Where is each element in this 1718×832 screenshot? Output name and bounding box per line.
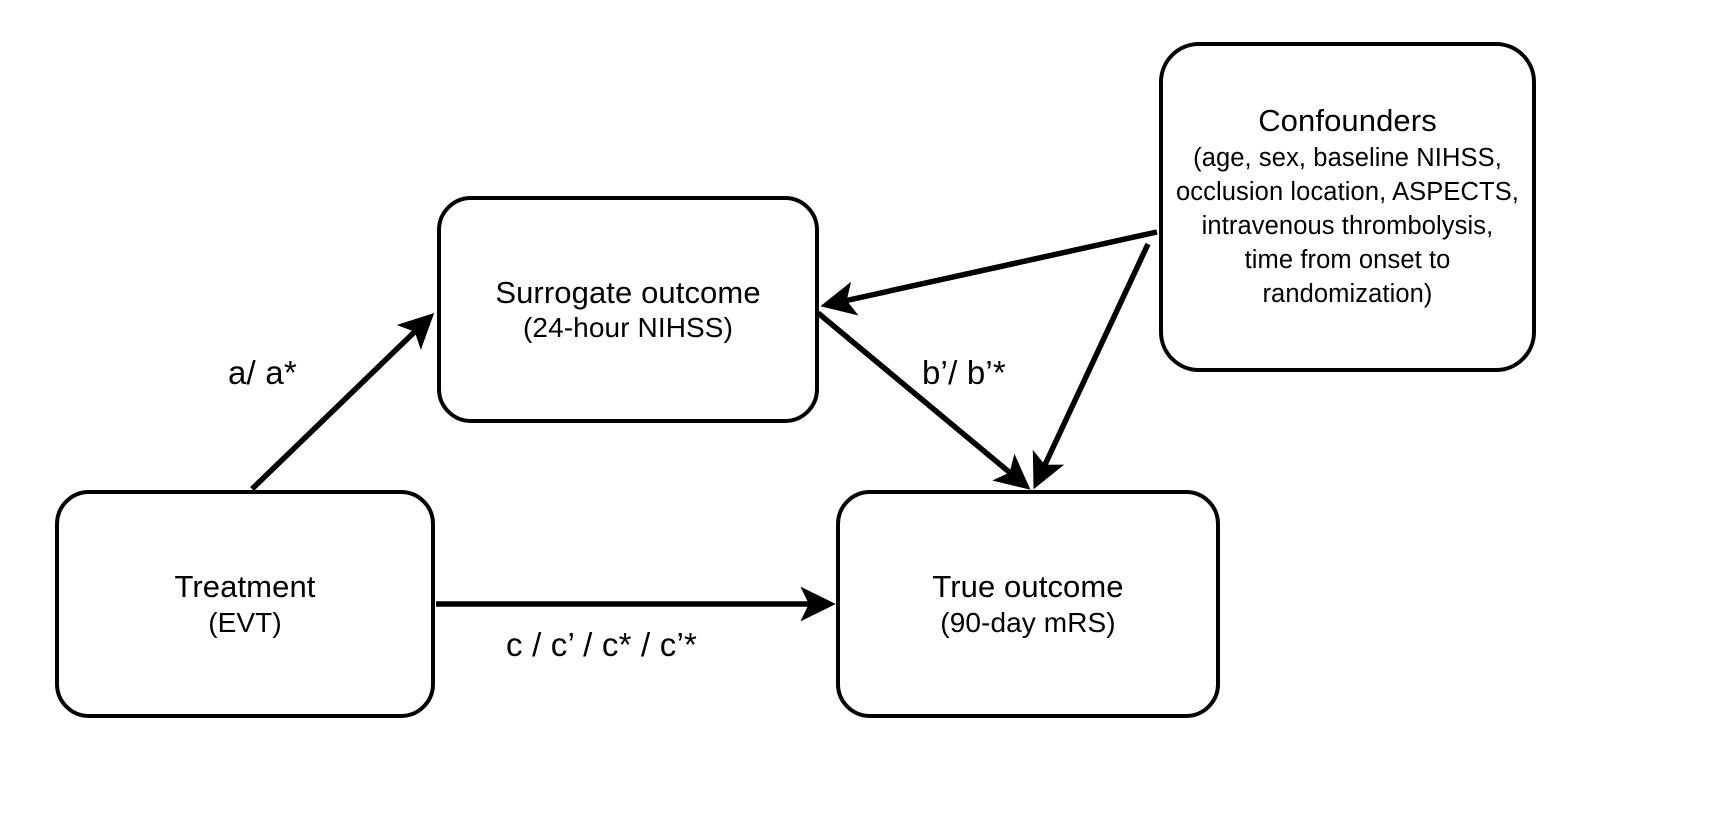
node-confounders-subtitle-line: time from onset to (1244, 245, 1451, 274)
node-confounders[interactable]: Confounders (age, sex, baseline NIHSS, o… (1159, 42, 1536, 372)
edge-confounders-to-true-outcome (1032, 242, 1151, 490)
edge-label-treatment-to-true-outcome: c / c’ / c* / c’* (506, 626, 698, 663)
node-treatment-title: Treatment (174, 569, 316, 605)
node-confounders-subtitle: (age, sex, baseline NIHSS, occlusion loc… (1176, 142, 1519, 312)
node-true-outcome-title: True outcome (932, 569, 1124, 605)
node-surrogate-outcome[interactable]: Surrogate outcome (24-hour NIHSS) (437, 196, 819, 423)
node-true-outcome[interactable]: True outcome (90-day mRS) (836, 490, 1220, 718)
edge-surrogate-to-true-outcome (816, 310, 1031, 490)
edge-confounders-to-surrogate (820, 229, 1158, 316)
node-confounders-title: Confounders (1258, 103, 1437, 139)
node-treatment[interactable]: Treatment (EVT) (55, 490, 435, 718)
node-confounders-subtitle-line: randomization) (1262, 279, 1433, 308)
edge-label-treatment-to-surrogate: a/ a* (228, 354, 297, 391)
edge-treatment-to-surrogate (250, 312, 435, 491)
node-surrogate-outcome-title: Surrogate outcome (495, 274, 761, 310)
node-confounders-subtitle-line: occlusion location, ASPECTS, (1176, 178, 1519, 207)
node-confounders-subtitle-line: (age, sex, baseline NIHSS, (1193, 144, 1502, 173)
node-confounders-subtitle-line: intravenous thrombolysis, (1201, 211, 1494, 240)
node-treatment-subtitle: (EVT) (208, 606, 282, 638)
node-true-outcome-subtitle: (90-day mRS) (940, 606, 1116, 638)
node-surrogate-outcome-subtitle: (24-hour NIHSS) (522, 312, 733, 344)
edge-label-surrogate-to-true-outcome: b’/ b’* (922, 354, 1006, 391)
